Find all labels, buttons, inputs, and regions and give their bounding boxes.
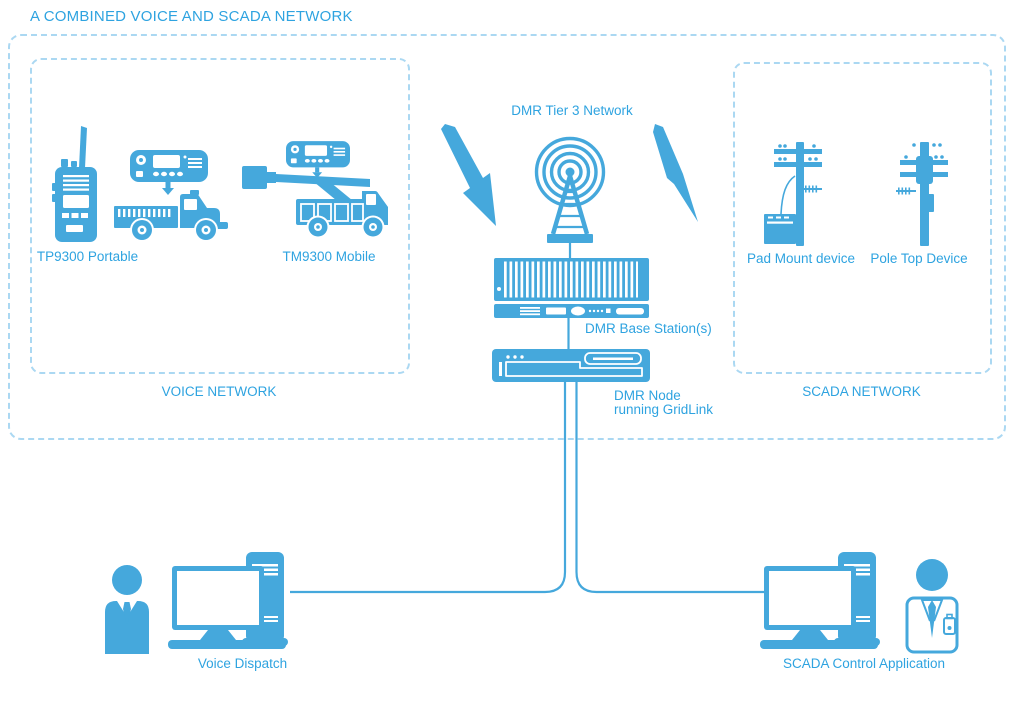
voice-network-box bbox=[30, 58, 410, 374]
lightning-bolt-icon bbox=[650, 122, 702, 226]
portable-radio-icon bbox=[52, 126, 100, 244]
pole-top-pole-icon bbox=[896, 142, 952, 246]
dmr-network-label: DMR Tier 3 Network bbox=[511, 103, 633, 118]
engineer-icon bbox=[903, 558, 961, 654]
scada-network-box bbox=[733, 62, 992, 374]
base-station-rack-icon bbox=[494, 258, 649, 318]
operator-icon bbox=[102, 564, 152, 654]
mobile-radio-icon bbox=[286, 141, 350, 179]
node-label-line1: DMR Node bbox=[614, 388, 681, 403]
voice-network-label: VOICE NETWORK bbox=[161, 384, 277, 399]
radio-tower-icon bbox=[520, 130, 620, 243]
page-title: A COMBINED VOICE AND SCADA NETWORK bbox=[30, 8, 353, 25]
pad-mount-label: Pad Mount device bbox=[746, 251, 856, 266]
lightning-bolt-icon bbox=[432, 116, 498, 228]
mobile-radio-label: TM9300 Mobile bbox=[282, 249, 376, 264]
server-node-icon bbox=[492, 349, 650, 382]
bucket-truck-icon bbox=[242, 163, 389, 241]
node-label-line2: running GridLink bbox=[614, 402, 714, 417]
node-label: DMR Node running GridLink bbox=[614, 389, 713, 417]
pole-top-label: Pole Top Device bbox=[870, 251, 968, 266]
workstation-icon bbox=[166, 552, 290, 652]
service-truck-icon bbox=[112, 190, 232, 242]
workstation-icon bbox=[758, 552, 882, 652]
scada-network-label: SCADA NETWORK bbox=[802, 384, 921, 399]
scada-control-label: SCADA Control Application bbox=[782, 656, 946, 671]
portable-radio-label: TP9300 Portable bbox=[36, 249, 139, 264]
base-station-label: DMR Base Station(s) bbox=[585, 321, 712, 336]
mobile-radio-icon bbox=[130, 150, 208, 196]
voice-dispatch-label: Voice Dispatch bbox=[197, 656, 288, 671]
pad-mount-pole-icon bbox=[758, 142, 824, 246]
